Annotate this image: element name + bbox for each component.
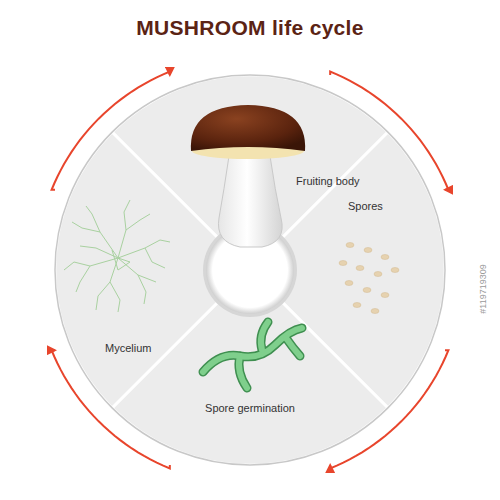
mycelium-thread <box>138 275 156 282</box>
mycelium-thread <box>64 258 118 270</box>
center-hole <box>206 226 294 314</box>
spore <box>345 281 353 286</box>
diagram-title: MUSHROOM life cycle <box>0 16 500 40</box>
spore <box>356 266 364 271</box>
hypha-outline <box>203 322 302 388</box>
cycle-arrow <box>52 350 170 468</box>
sector-outline <box>55 132 250 408</box>
spore <box>374 272 382 277</box>
mycelium-illustration <box>64 200 170 312</box>
mycelium-thread <box>118 200 130 258</box>
hypha <box>286 338 300 356</box>
mushroom-stem <box>218 156 282 247</box>
spore <box>353 303 361 308</box>
stage-label: Spore germination <box>150 402 350 415</box>
cycle-arrow <box>52 72 170 190</box>
spore <box>364 248 372 253</box>
cycle-disk-outline <box>55 75 445 465</box>
stage-label: Mycelium <box>105 342 190 355</box>
mycelium-thread <box>76 266 90 292</box>
stage-label: Spores <box>348 200 418 213</box>
mycelium-thread <box>72 222 100 232</box>
hypha <box>261 322 268 350</box>
mushroom-gills <box>192 143 304 159</box>
spore <box>371 309 379 314</box>
spore <box>381 255 389 260</box>
spore <box>363 288 371 293</box>
mycelium-thread <box>126 214 150 230</box>
sector-shape <box>55 132 250 408</box>
mushroom-illustration <box>191 105 305 247</box>
stage-label: Fruiting body <box>296 175 391 188</box>
hypha <box>239 356 247 388</box>
spores-illustration <box>339 243 399 314</box>
cycle-arrow <box>330 350 448 468</box>
hypha <box>203 328 302 372</box>
hypha <box>203 328 302 372</box>
mycelium-thread <box>110 282 120 312</box>
mycelium-thread <box>118 258 146 304</box>
mushroom-cap <box>191 105 305 151</box>
center-ring <box>203 223 297 317</box>
mycelium-thread <box>112 250 130 270</box>
hypha <box>239 356 247 388</box>
hypha-fill <box>203 322 302 388</box>
spore <box>346 243 354 248</box>
spore <box>391 268 399 273</box>
spore <box>381 293 389 298</box>
germination-illustration <box>203 322 302 388</box>
stage-sector: Mycelium <box>55 132 250 408</box>
hypha <box>286 338 300 356</box>
mycelium-thread <box>118 240 170 258</box>
mycelium-thread <box>145 248 165 268</box>
spore <box>339 261 347 266</box>
hypha <box>261 322 268 350</box>
cycle-arrow <box>330 72 448 190</box>
watermark: #119719309 <box>478 264 488 313</box>
mycelium-thread <box>96 258 118 310</box>
mycelium-thread <box>80 246 118 258</box>
mycelium-thread <box>86 206 118 258</box>
